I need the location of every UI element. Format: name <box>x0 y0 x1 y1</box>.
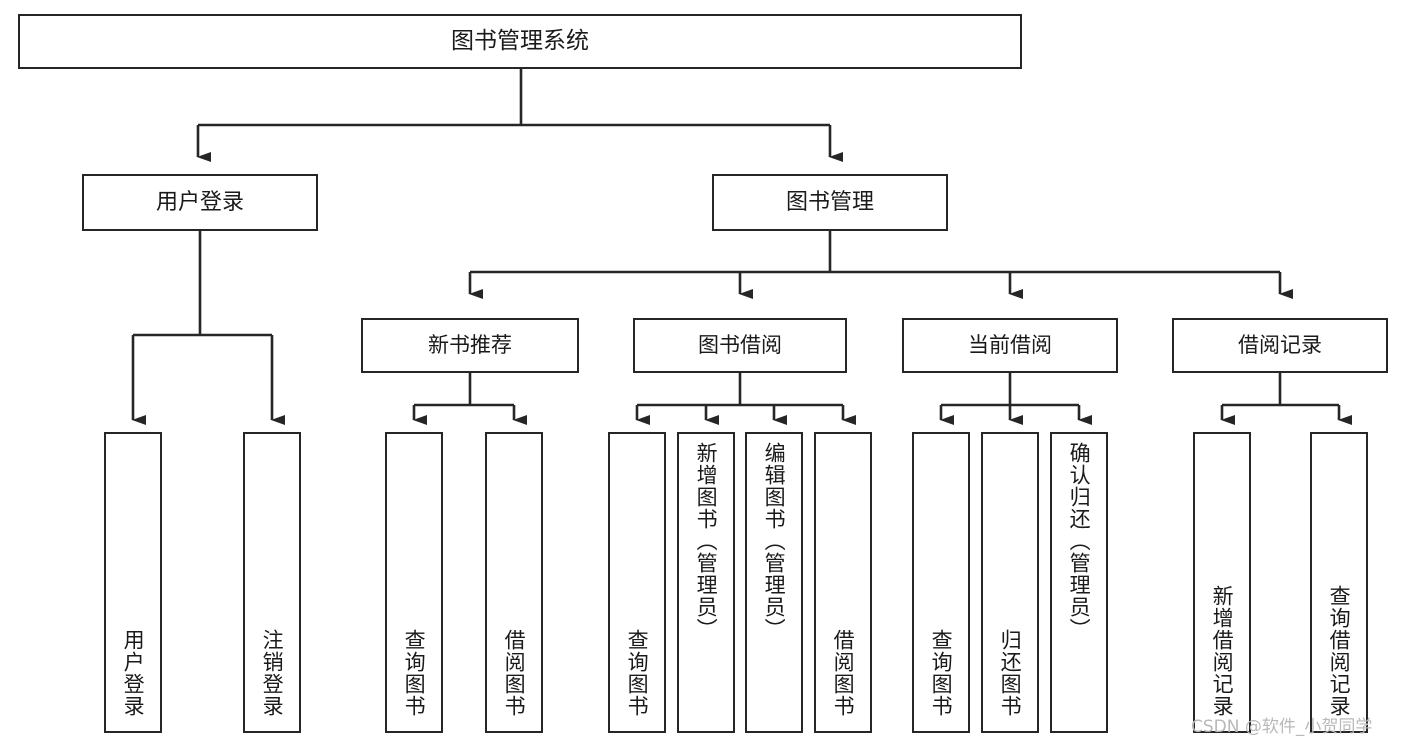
node-borrow-record[interactable]: 借阅记录 <box>1172 318 1388 373</box>
leaf-query-book-current[interactable]: 查询图书 <box>912 432 970 733</box>
leaf-confirm-return-admin[interactable]: 确认归还（管理员） <box>1050 432 1108 733</box>
leaf-logout[interactable]: 注销登录 <box>243 432 301 733</box>
watermark-text: CSDN @软件_小贺同学 <box>1191 717 1373 737</box>
node-user-login[interactable]: 用户登录 <box>82 174 318 231</box>
leaf-edit-book-admin[interactable]: 编辑图书（管理员） <box>745 432 803 733</box>
leaf-add-book-admin[interactable]: 新增图书（管理员） <box>677 432 735 733</box>
node-book-management[interactable]: 图书管理 <box>712 174 948 231</box>
leaf-query-book-recommend[interactable]: 查询图书 <box>385 432 443 733</box>
leaf-add-borrow-record[interactable]: 新增借阅记录 <box>1193 432 1251 733</box>
node-current-borrow[interactable]: 当前借阅 <box>902 318 1118 373</box>
node-book-borrow[interactable]: 图书借阅 <box>633 318 847 373</box>
leaf-user-login[interactable]: 用户登录 <box>104 432 162 733</box>
leaf-query-borrow-record[interactable]: 查询借阅记录 <box>1310 432 1368 733</box>
leaf-borrow-book[interactable]: 借阅图书 <box>814 432 872 733</box>
leaf-return-book[interactable]: 归还图书 <box>981 432 1039 733</box>
node-root-system[interactable]: 图书管理系统 <box>18 14 1022 69</box>
leaf-query-book-borrow[interactable]: 查询图书 <box>608 432 666 733</box>
node-new-book-recommend[interactable]: 新书推荐 <box>361 318 579 373</box>
leaf-borrow-book-recommend[interactable]: 借阅图书 <box>485 432 543 733</box>
